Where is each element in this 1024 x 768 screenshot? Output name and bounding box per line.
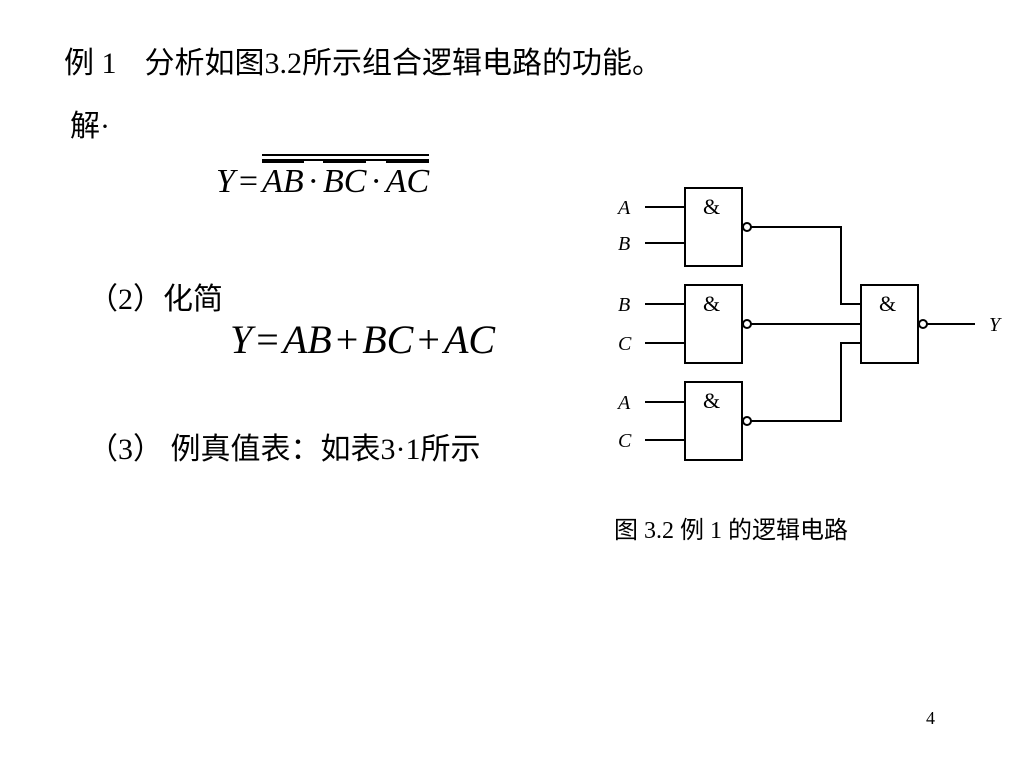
circuit-output-y: Y	[989, 314, 1002, 336]
formula1-lhs: Y	[216, 163, 235, 200]
gate1-input-b: B	[618, 233, 630, 255]
gate1-input-a: A	[616, 197, 631, 219]
formula1-term1: AB	[262, 161, 304, 200]
gate-output-symbol: &	[879, 291, 896, 316]
formula2-term1: AB	[282, 317, 332, 362]
gate3-input-a: A	[616, 392, 631, 414]
step2-label: （2）化简	[88, 283, 223, 316]
formula1-dot1: ·	[307, 163, 319, 200]
gate2-input-b: B	[618, 294, 630, 316]
formula-original: Y=AB·BC·AC	[216, 154, 430, 201]
inverter-bubble-2	[742, 319, 752, 329]
gate3-input-c: C	[618, 430, 632, 452]
formula1-eq: =	[238, 163, 259, 200]
inverter-bubble-3	[742, 416, 752, 426]
example-text: 分析如图3.2所示组合逻辑电路的功能。	[144, 47, 663, 80]
inverter-bubble-1	[742, 222, 752, 232]
formula2-term2: BC	[362, 317, 414, 362]
solution-label: 解·	[70, 110, 110, 143]
formula2-eq: =	[256, 317, 279, 362]
gate1-symbol: &	[703, 194, 720, 219]
gate2-symbol: &	[703, 291, 720, 316]
formula2-lhs: Y	[230, 317, 253, 362]
formula2-term3: AC	[443, 317, 496, 362]
step3-label: （3） 例真值表：如表3·1所示	[88, 433, 481, 466]
formula2-plus1: +	[335, 317, 359, 362]
formula1-dot2: ·	[370, 163, 382, 200]
gate3-symbol: &	[703, 388, 720, 413]
gate2-input-c: C	[618, 333, 632, 355]
formula-simplified: Y=AB+BC+AC	[230, 316, 495, 363]
logic-circuit-diagram: & & & & A B B C A C Y	[616, 187, 1002, 461]
example-label: 例 1	[64, 47, 117, 80]
example-title: 例 1 分析如图3.2所示组合逻辑电路的功能。	[64, 38, 662, 82]
page-number: 4	[926, 708, 935, 728]
formula1-term3: AC	[385, 161, 430, 200]
figure-caption: 图 3.2 例 1 的逻辑电路	[614, 518, 848, 544]
formula1-outer-bar: AB·BC·AC	[262, 154, 430, 200]
formula2-plus2: +	[417, 317, 440, 362]
inverter-bubble-output	[918, 319, 928, 329]
formula1-term2: BC	[322, 161, 367, 200]
